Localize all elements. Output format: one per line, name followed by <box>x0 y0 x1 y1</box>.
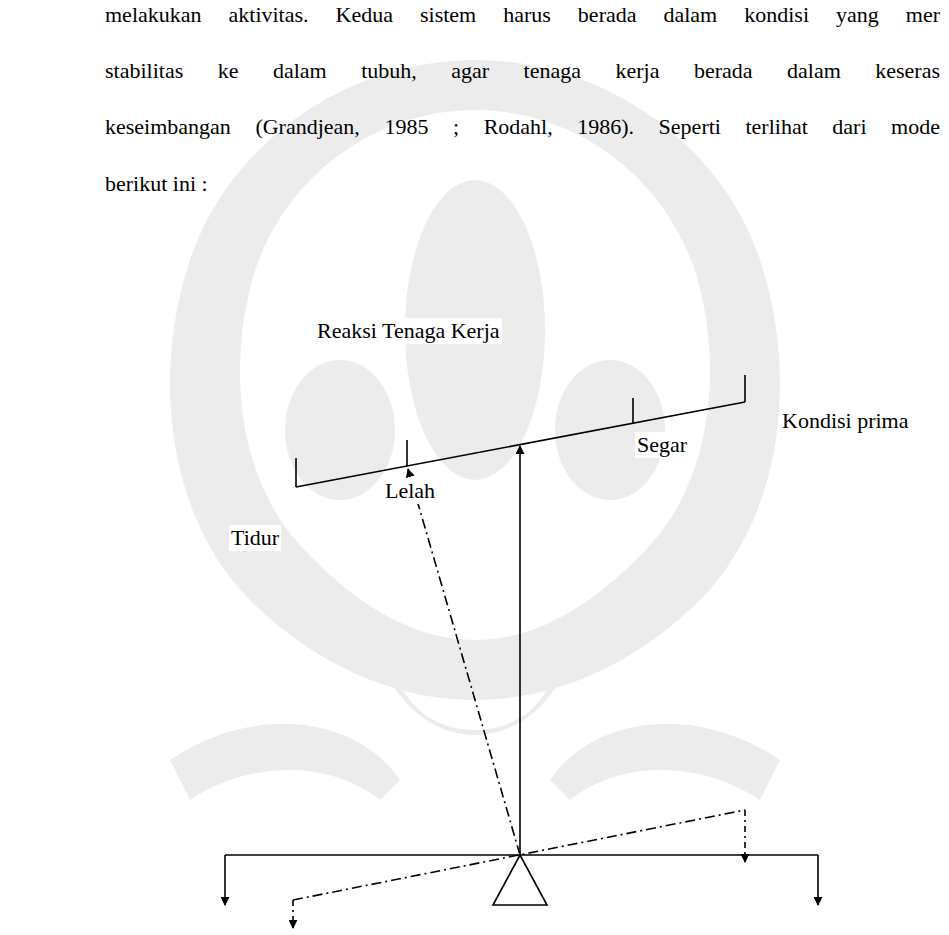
scale-tick <box>406 440 408 466</box>
balance-beam <box>225 854 818 856</box>
scale-label: Segar <box>635 432 689 458</box>
pointer-arrow-dashed <box>408 469 520 855</box>
paragraph-line: melakukan aktivitas. Kedua sistem harus … <box>105 2 940 28</box>
scale-label: Tidur <box>229 525 281 551</box>
paragraph-line: berikut ini : <box>105 171 208 197</box>
scale-tick <box>632 398 634 423</box>
paragraph-line: keseimbangan (Grandjean, 1985 ; Rodahl, … <box>105 114 940 140</box>
diagram-heading: Reaksi Tenaga Kerja <box>315 318 502 344</box>
fulcrum <box>493 855 547 905</box>
scale-tick <box>295 458 297 487</box>
paragraph-line: stabilitas ke dalam tubuh, agar tenaga k… <box>105 58 940 84</box>
load-arrow-dashed <box>744 810 746 862</box>
scale-label: Lelah <box>383 478 437 504</box>
scale-tick <box>744 375 746 402</box>
watermark <box>170 60 780 800</box>
balance-beam-dashed <box>293 810 745 900</box>
scale-label: Kondisi prima <box>780 408 911 434</box>
load-arrow <box>224 855 226 905</box>
pointer-arrow <box>519 446 521 855</box>
load-arrow-dashed <box>292 900 294 928</box>
load-arrow <box>817 855 819 905</box>
